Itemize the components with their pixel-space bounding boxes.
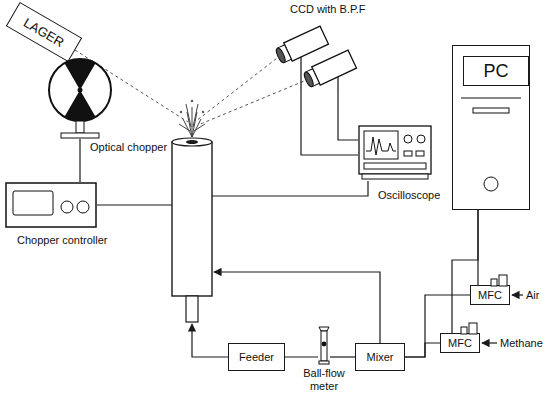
device-label: Ball-flow meter — [294, 367, 354, 393]
connector-line — [79, 139, 80, 182]
box-label: Feeder — [239, 351, 274, 364]
particle-line — [192, 324, 228, 357]
device-label: Chopper controller — [17, 234, 108, 247]
box-label: LAGER — [21, 14, 67, 49]
laser-box: LAGER — [6, 2, 82, 62]
gas-line — [214, 272, 380, 343]
mfc-box: MFC — [440, 333, 480, 353]
connector-line — [330, 356, 355, 357]
scope-drawing — [358, 125, 432, 180]
signal-wire — [97, 204, 172, 205]
controller-drawing — [5, 182, 97, 228]
device-label: Oscilloscope — [378, 189, 440, 202]
flow-drawing — [318, 325, 330, 365]
connector-line — [405, 343, 440, 357]
device-label: Optical chopper — [90, 141, 167, 154]
chopper-controller: Chopper controller — [5, 182, 97, 228]
process-box: Feeder — [228, 343, 285, 371]
pc-tower: PC — [452, 45, 530, 210]
inlet-arrow — [482, 342, 497, 343]
camera-sightline — [198, 79, 309, 125]
ccd-drawing — [266, 16, 362, 90]
device-label: CCD with B.P.F — [290, 3, 366, 16]
inlet-label: Air — [526, 289, 539, 301]
flame — [179, 100, 205, 137]
inlet-label: Methane — [500, 337, 543, 349]
mfc-drawing — [441, 322, 481, 334]
box-label: Mixer — [367, 351, 394, 364]
connector-line — [338, 90, 358, 140]
inlet-arrow — [512, 294, 523, 295]
flow-meter: Ball-flow meter — [318, 325, 330, 365]
connector-line — [452, 210, 478, 333]
chopper-drawing — [47, 57, 113, 139]
connector-line — [285, 356, 318, 357]
process-box: Mixer — [355, 343, 405, 371]
signal-wire — [212, 181, 368, 196]
ccd-cameras: CCD with B.P.F — [266, 16, 362, 90]
camera-sightline — [196, 55, 281, 121]
box-label: PC — [463, 56, 529, 86]
optical-chopper: Optical chopper — [47, 57, 113, 139]
mfc-drawing — [471, 274, 511, 286]
connector-line — [301, 90, 358, 155]
mfc-box: MFC — [470, 285, 510, 305]
box-label: MFC — [448, 337, 472, 350]
burner — [172, 138, 212, 322]
box-label: MFC — [478, 289, 502, 302]
oscilloscope: Oscilloscope — [358, 125, 432, 180]
